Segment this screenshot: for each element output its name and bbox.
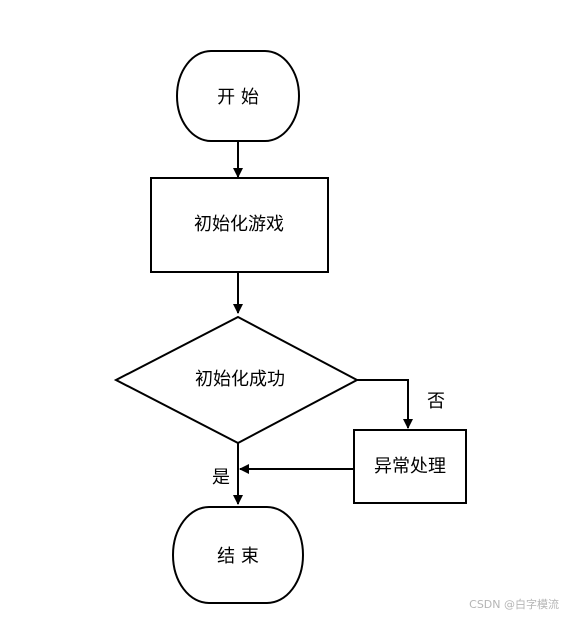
- init-game-label: 初始化游戏: [194, 214, 284, 235]
- end-label: 结 束: [217, 546, 259, 567]
- init-game-node: 初始化游戏: [150, 177, 329, 273]
- watermark-text: CSDN @白字模流: [469, 598, 559, 611]
- arrow-decision-to-exception: [357, 379, 413, 429]
- exception-label: 异常处理: [374, 456, 446, 477]
- end-node: 结 束: [172, 506, 304, 604]
- yes-label: 是: [212, 467, 230, 488]
- init-check-label: 初始化成功: [195, 369, 285, 390]
- init-check-node: 初始化成功: [113, 315, 360, 445]
- no-label: 否: [427, 391, 445, 412]
- exception-shape: [353, 429, 467, 504]
- init-game-shape: [150, 177, 329, 273]
- exception-node: 异常处理: [353, 429, 467, 504]
- start-node: 开 始: [176, 50, 300, 142]
- end-shape: [172, 506, 304, 604]
- start-label: 开 始: [217, 87, 259, 108]
